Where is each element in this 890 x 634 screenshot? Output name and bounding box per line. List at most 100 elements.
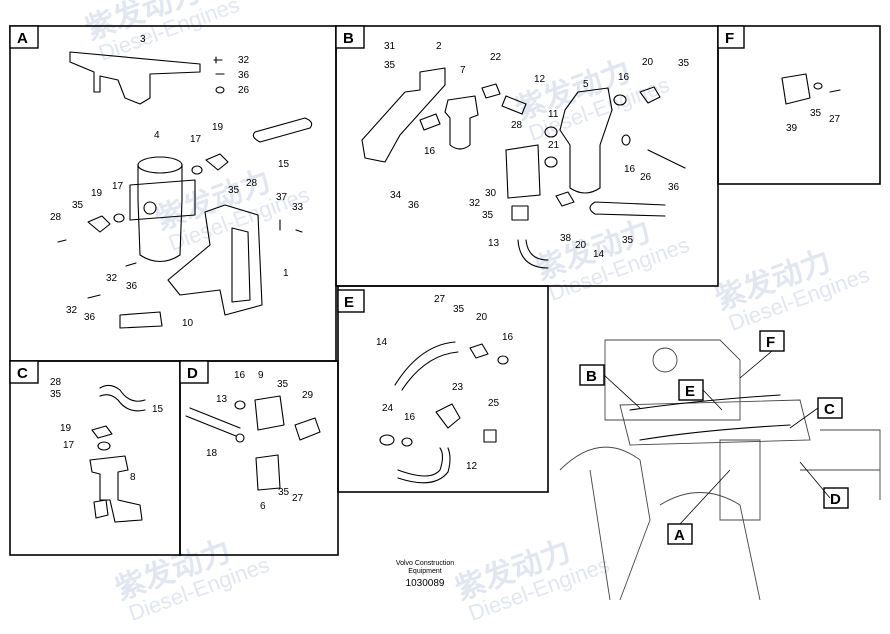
- callout-b-13: 13: [488, 238, 500, 249]
- fitting-part-21: [419, 113, 441, 131]
- bracket-part-3: [69, 51, 201, 105]
- overview-drawing: [559, 339, 881, 601]
- callout-e-20: 20: [476, 312, 488, 323]
- callout-a-32: 32: [66, 305, 78, 316]
- callout-e-14: 14: [376, 337, 388, 348]
- panel-e: E: [337, 285, 549, 493]
- callout-b-31: 31: [384, 41, 396, 52]
- callout-a-32: 32: [238, 55, 250, 66]
- hose-part-15: [252, 117, 313, 143]
- pipe-part-15: [99, 384, 146, 412]
- callout-d-29: 29: [302, 390, 314, 401]
- filter-cap: [137, 156, 183, 174]
- fittings-38-14: [511, 205, 549, 269]
- callout-d-9: 9: [258, 370, 264, 381]
- callout-f-27: 27: [829, 114, 841, 125]
- callout-b-11: 11: [548, 109, 559, 120]
- callout-a-10: 10: [182, 318, 194, 329]
- callout-b-16: 16: [624, 164, 636, 175]
- overview-boom-base: [719, 429, 881, 521]
- callout-b-2: 2: [436, 41, 442, 52]
- panel-a: A: [9, 25, 337, 362]
- fitting-19-17-left: [87, 213, 125, 233]
- callout-c-15: 15: [152, 404, 164, 415]
- overview-hoses: [629, 394, 791, 441]
- footer-line-1: Volvo Construction: [396, 560, 454, 567]
- panel-b-tag: [335, 25, 365, 49]
- callout-e-23: 23: [452, 382, 464, 393]
- callout-a-36: 36: [238, 70, 250, 81]
- manifold-part-8: [89, 455, 143, 523]
- panel-c-tag: [9, 360, 39, 384]
- overview-tag-d[interactable]: [823, 487, 849, 509]
- callout-f-39: 39: [786, 123, 798, 134]
- filter-head: [129, 179, 196, 221]
- bolts-panel-a: [57, 219, 303, 299]
- panel-f-tag: [717, 25, 745, 49]
- callout-a-1: 1: [283, 268, 289, 279]
- callout-b-7: 7: [460, 65, 466, 76]
- callout-a-36: 36: [126, 281, 138, 292]
- panel-c-label: C: [17, 365, 28, 382]
- overview-tag-a-label: A: [674, 527, 685, 544]
- callout-a-32: 32: [106, 273, 118, 284]
- callout-b-16: 16: [424, 146, 436, 157]
- callout-d-27: 27: [292, 493, 304, 504]
- callout-b-5: 5: [583, 79, 589, 90]
- callout-c-19: 19: [60, 423, 72, 434]
- bracket-part-2: [361, 67, 446, 163]
- callout-d-35: 35: [277, 379, 289, 390]
- callout-a-19: 19: [212, 122, 224, 133]
- callout-a-35: 35: [72, 200, 84, 211]
- plate-part-1: [167, 204, 263, 316]
- overview-tag-c-label: C: [824, 401, 835, 418]
- callout-e-24: 24: [382, 403, 394, 414]
- callout-b-35: 35: [384, 60, 396, 71]
- panel-b-label: B: [343, 30, 354, 47]
- hose-part-13: [589, 201, 666, 217]
- callout-a-19: 19: [91, 188, 103, 199]
- callout-c-17: 17: [63, 440, 75, 451]
- panel-f: F: [717, 25, 881, 185]
- overview-cap: [652, 347, 678, 373]
- panel-e-frame: [337, 285, 549, 493]
- callout-b-35: 35: [678, 58, 690, 69]
- callout-a-26: 26: [238, 85, 250, 96]
- plate-part-39: [781, 73, 811, 105]
- callout-d-13: 13: [216, 394, 228, 405]
- callout-b-20: 20: [575, 240, 587, 251]
- fitting-part-23: [435, 403, 461, 429]
- hardware-32-36-26: [213, 56, 225, 94]
- overview-tag-d-label: D: [830, 491, 841, 508]
- overview-leaders: [603, 350, 831, 525]
- panel-c: C: [9, 360, 181, 556]
- callout-b-36: 36: [408, 200, 420, 211]
- callout-a-35: 35: [228, 185, 240, 196]
- callout-c-28: 28: [50, 377, 62, 388]
- callout-b-12: 12: [534, 74, 546, 85]
- callout-e-25: 25: [488, 398, 500, 409]
- panel-c-frame: [9, 360, 181, 556]
- panel-e-tag: [337, 289, 365, 313]
- callout-a-17: 17: [190, 134, 202, 145]
- pipe-part-12-e: [397, 447, 451, 484]
- callout-b-38: 38: [560, 233, 572, 244]
- filter-port: [143, 201, 157, 215]
- fittings-19-17: [91, 425, 113, 451]
- overview-tag-f-label: F: [766, 334, 775, 351]
- callout-b-36: 36: [668, 182, 680, 193]
- hardware-35-27: [813, 82, 841, 93]
- clamps-panel-b: [544, 86, 661, 207]
- seals-24-16-25: [379, 429, 497, 447]
- plate-part-10: [119, 311, 163, 329]
- callout-d-35: 35: [278, 487, 290, 498]
- panel-f-frame: [717, 25, 881, 185]
- footer-line-2: Equipment: [408, 568, 442, 575]
- panel-d: D: [179, 360, 339, 556]
- seal-part-26: [621, 134, 631, 146]
- plate-part-6: [255, 454, 281, 491]
- overview-tag-b-label: B: [586, 368, 597, 385]
- overview-tank: [604, 339, 741, 421]
